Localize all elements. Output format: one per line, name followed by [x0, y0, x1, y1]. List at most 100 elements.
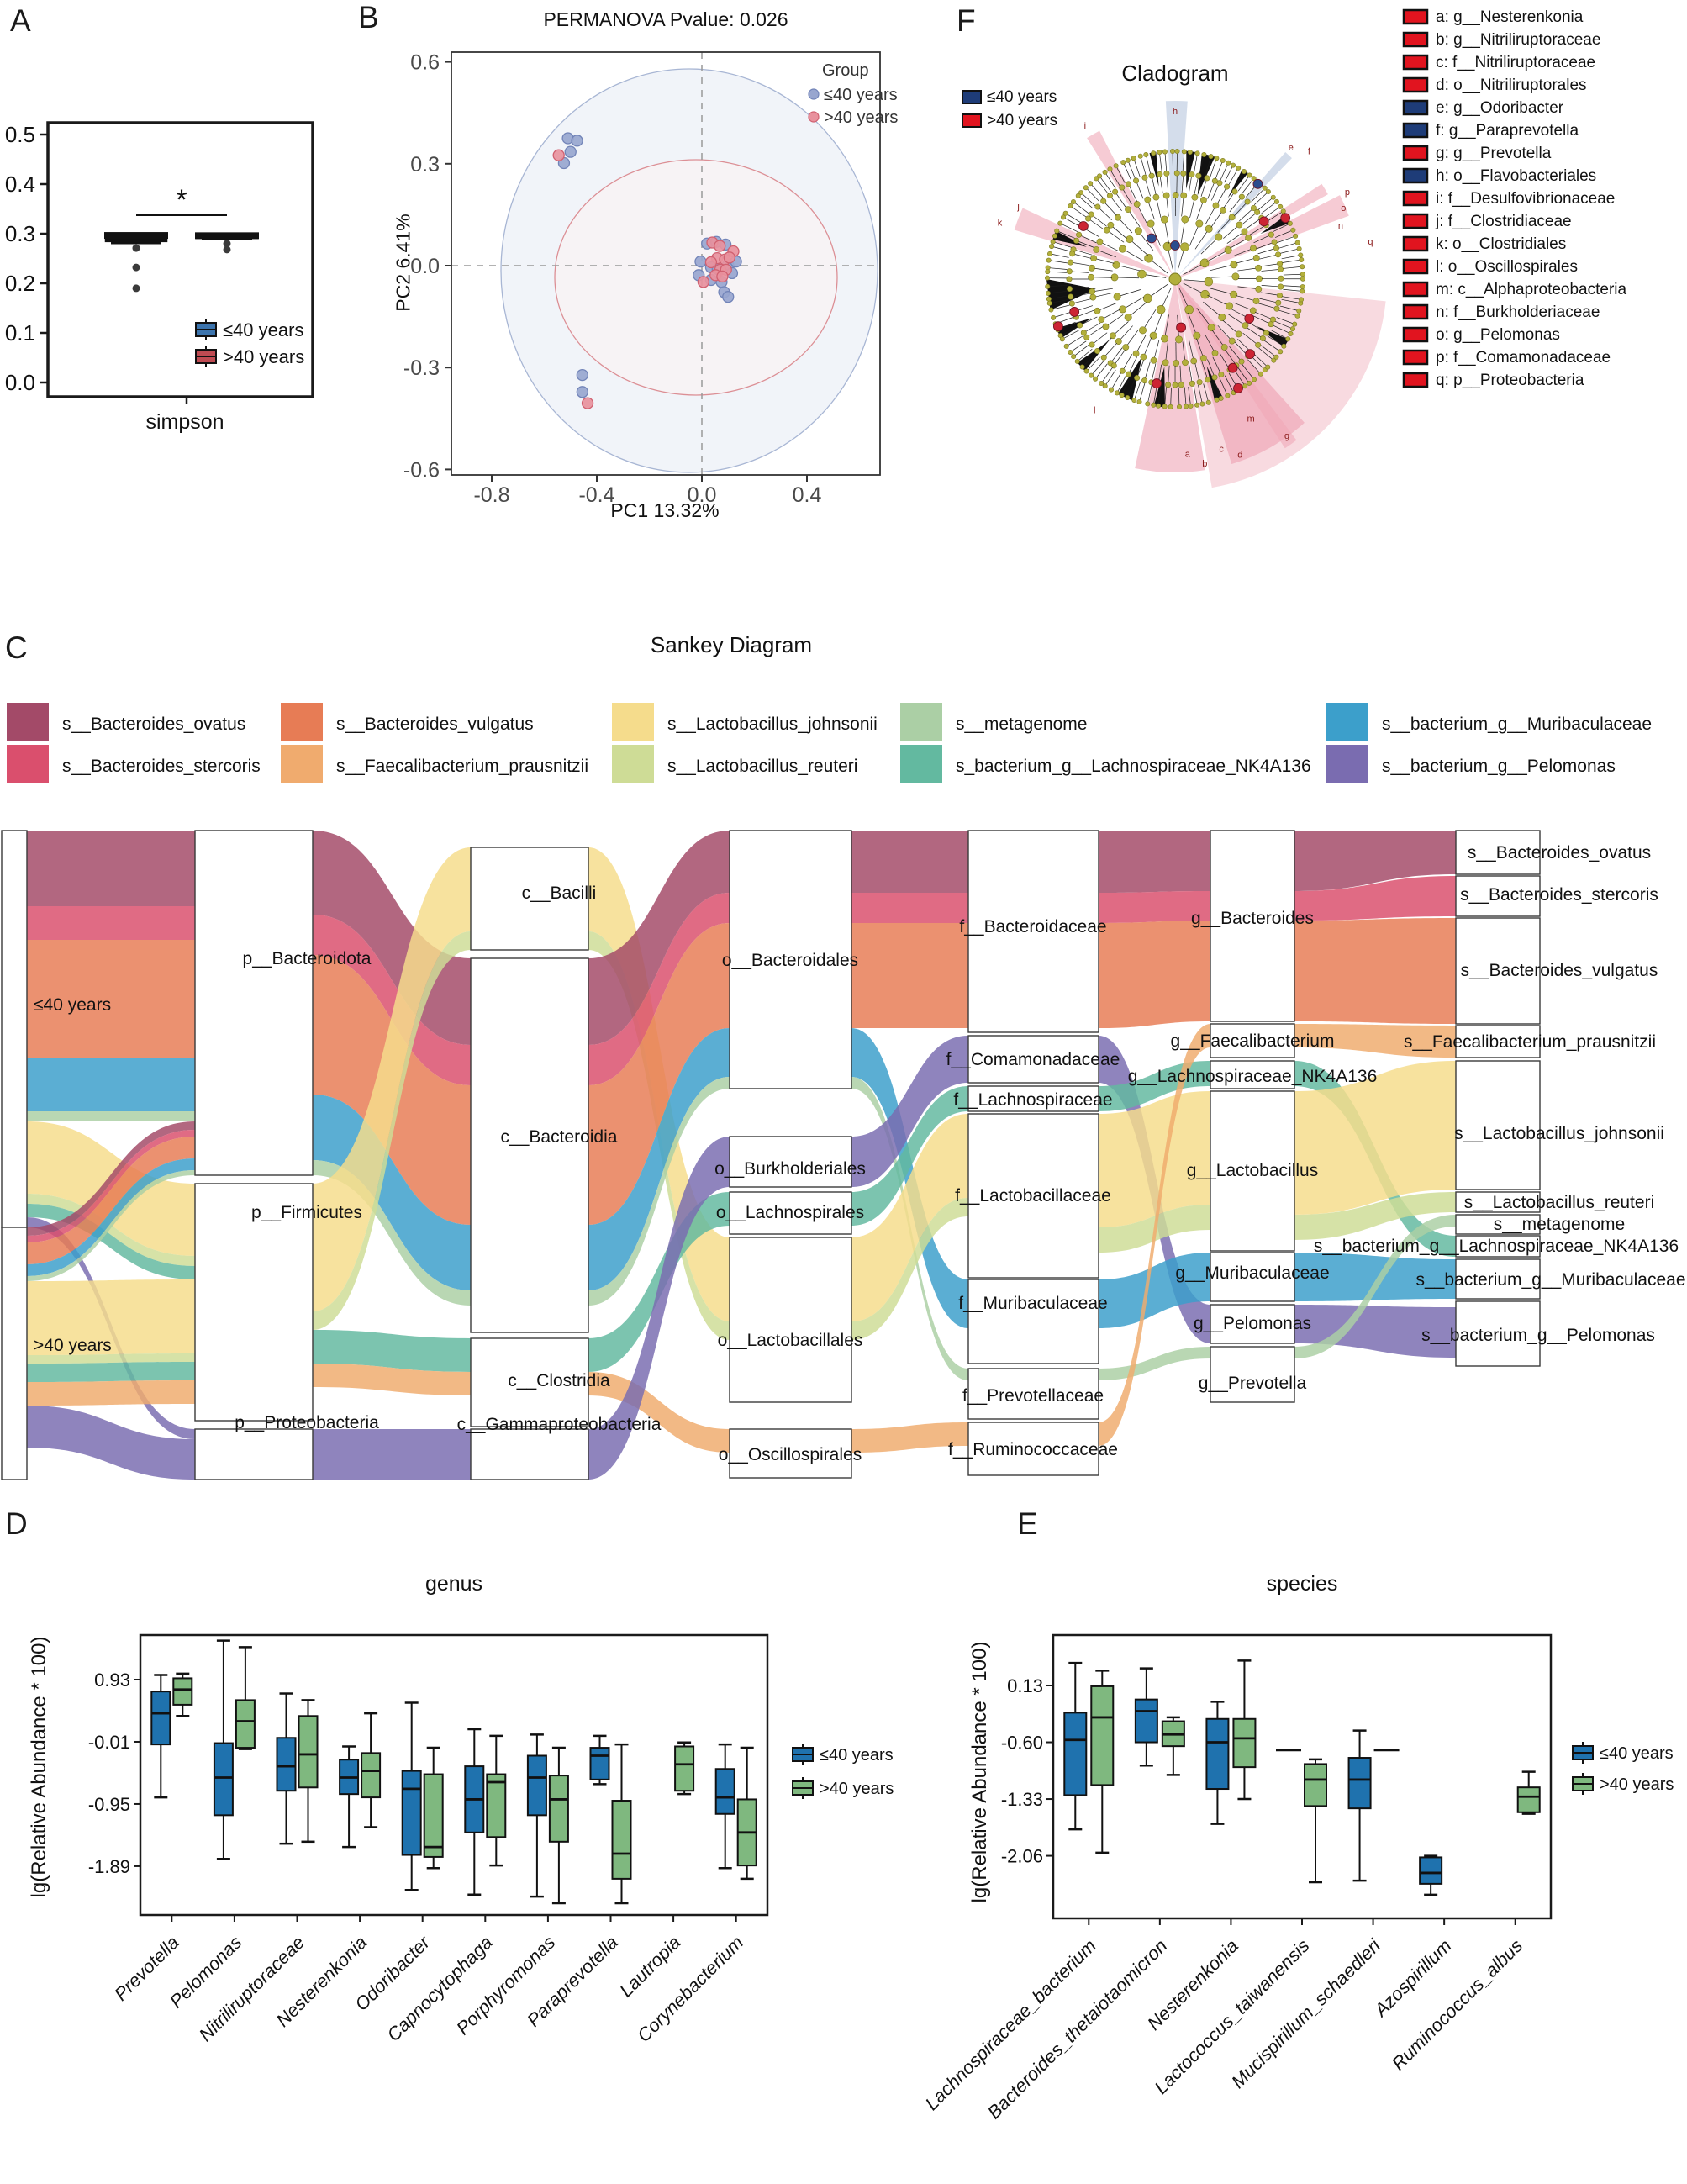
sankey-legend-swatch	[7, 745, 49, 783]
panel-c-title: Sankey Diagram	[650, 632, 813, 657]
sankey-node	[1455, 1025, 1541, 1058]
svg-text:c: c	[1219, 445, 1224, 455]
panel-d-label: D	[5, 1506, 28, 1541]
sankey-ribbon	[1099, 1024, 1210, 1446]
panel-e-plot: 0.13-0.60-1.33-2.06Lachnospiraceae_bacte…	[921, 1633, 1674, 2123]
svg-text:>40 years: >40 years	[1600, 1775, 1674, 1794]
svg-text:c__Gammaproteobacteria: c__Gammaproteobacteria	[457, 1415, 662, 1434]
svg-text:0.5: 0.5	[5, 122, 35, 147]
cladogram-node	[1227, 362, 1238, 373]
cladogram-legend-swatch	[962, 90, 982, 104]
sankey-node	[1455, 1214, 1541, 1235]
sankey-legend-swatch	[900, 745, 942, 783]
svg-text:s__metagenome: s__metagenome	[956, 715, 1087, 734]
svg-text:-0.95: -0.95	[88, 1794, 130, 1815]
sankey-ribbon	[851, 893, 968, 923]
sankey-ribbon	[588, 893, 730, 1085]
svg-text:p: p	[1345, 187, 1350, 198]
taxa-swatch	[1402, 372, 1429, 388]
sankey-node	[1455, 1300, 1541, 1367]
cladogram-node	[1176, 322, 1186, 333]
sankey-ribbon	[851, 1422, 968, 1453]
panel-a-label: A	[10, 3, 31, 38]
sankey-ribbon	[313, 847, 471, 1311]
svg-text:s__Bacteroides_stercoris: s__Bacteroides_stercoris	[1460, 885, 1658, 905]
sankey-ribbon	[27, 906, 195, 940]
sankey-ribbon	[1099, 891, 1210, 923]
panel-f-title: Cladogram	[1121, 61, 1229, 86]
svg-text:q: q	[1368, 237, 1373, 247]
svg-text:Group: Group	[822, 61, 869, 80]
sankey-ribbon	[313, 1160, 471, 1306]
svg-text:g: g__Prevotella: g: g__Prevotella	[1436, 145, 1552, 162]
svg-text:≤40 years: ≤40 years	[34, 995, 111, 1015]
sankey-node	[1455, 830, 1541, 875]
sankey-ribbon	[851, 1114, 968, 1321]
sankey-ribbon	[588, 1137, 730, 1480]
taxa-swatch	[1402, 99, 1429, 116]
sankey-ribbon	[851, 923, 968, 1028]
svg-text:g: g	[1284, 431, 1289, 441]
svg-text:Nitriliruptoraceae: Nitriliruptoraceae	[195, 1932, 308, 2045]
sankey-node	[194, 830, 314, 1176]
cladogram-sector	[1175, 195, 1349, 279]
svg-text:s__Bacteroides_ovatus: s__Bacteroides_ovatus	[1468, 843, 1651, 863]
svg-text:a: g__Nesterenkonia: a: g__Nesterenkonia	[1436, 8, 1584, 26]
sankey-ribbon	[27, 1194, 195, 1266]
svg-text:p: f__Comamonadaceae: p: f__Comamonadaceae	[1436, 349, 1611, 367]
taxa-swatch	[1402, 31, 1429, 48]
taxa-swatch	[1402, 76, 1429, 93]
sankey-node	[967, 1035, 1099, 1084]
svg-text:p__Firmicutes: p__Firmicutes	[251, 1203, 362, 1222]
svg-text:-1.33: -1.33	[1001, 1789, 1043, 1810]
cladogram-node	[1233, 383, 1243, 393]
sankey-ribbon	[27, 940, 195, 1058]
svg-text:-0.01: -0.01	[88, 1732, 130, 1753]
sankey-ribbon	[27, 1121, 195, 1236]
svg-text:h: h	[1173, 107, 1178, 117]
sankey-node	[1455, 1258, 1541, 1300]
panel-e-title: species	[1266, 1572, 1338, 1596]
sankey-ribbon	[1294, 1192, 1456, 1240]
svg-text:k: k	[998, 218, 1003, 228]
sankey-ribbon	[1294, 1253, 1456, 1301]
svg-text:b: g__Nitriliruptoraceae: b: g__Nitriliruptoraceae	[1436, 31, 1600, 49]
panel-d-ylabel: lg(Relative Abundance * 100)	[28, 1636, 50, 1898]
svg-text:Corynebacterium: Corynebacterium	[633, 1932, 747, 2046]
svg-text:o: g__Pelomonas: o: g__Pelomonas	[1436, 326, 1560, 344]
svg-text:s__Lactobacillus_reuteri: s__Lactobacillus_reuteri	[1464, 1193, 1654, 1212]
svg-text:e: e	[1289, 143, 1294, 153]
svg-text:0.4: 0.4	[793, 483, 822, 507]
svg-text:k: o__Clostridiales: k: o__Clostridiales	[1436, 235, 1566, 253]
cladogram-node	[1245, 349, 1255, 359]
taxa-swatch	[1402, 145, 1429, 161]
taxa-swatch	[1402, 303, 1429, 320]
svg-text:-0.6: -0.6	[403, 458, 440, 482]
svg-text:-0.8: -0.8	[473, 483, 509, 507]
svg-text:0.3: 0.3	[410, 153, 440, 177]
svg-text:m: m	[1247, 414, 1255, 425]
svg-text:s__bacterium_g__Pelomonas: s__bacterium_g__Pelomonas	[1382, 757, 1616, 776]
panel-b-xlabel: PC1 13.32%	[610, 499, 720, 521]
sankey-node	[1455, 1235, 1541, 1258]
panel-e-ylabel: lg(Relative Abundance * 100)	[968, 1641, 991, 1903]
svg-text:Ruminococcus_albus: Ruminococcus_albus	[1388, 1935, 1527, 2075]
svg-text:f__Muribaculaceae: f__Muribaculaceae	[958, 1294, 1107, 1313]
sankey-ribbon	[851, 1036, 968, 1187]
cladogram-legend-swatch	[962, 113, 982, 128]
svg-text:f__Ruminococcaceae: f__Ruminococcaceae	[948, 1440, 1118, 1459]
svg-text:0.13: 0.13	[1007, 1675, 1043, 1696]
cladogram-node	[1147, 233, 1157, 244]
svg-text:g__Faecalibacterium: g__Faecalibacterium	[1171, 1031, 1335, 1051]
sankey-ribbon	[588, 1192, 730, 1372]
svg-text:f__Lachnospiraceae: f__Lachnospiraceae	[953, 1090, 1112, 1110]
taxa-swatch	[1402, 122, 1429, 139]
svg-text:l: o__Oscillospirales: l: o__Oscillospirales	[1436, 258, 1578, 276]
sankey-node	[470, 847, 589, 951]
sankey-ribbon	[1099, 1253, 1210, 1328]
sankey-ribbon	[1099, 1091, 1210, 1227]
svg-text:c__Clostridia: c__Clostridia	[508, 1371, 610, 1390]
taxa-swatch	[1402, 8, 1429, 25]
